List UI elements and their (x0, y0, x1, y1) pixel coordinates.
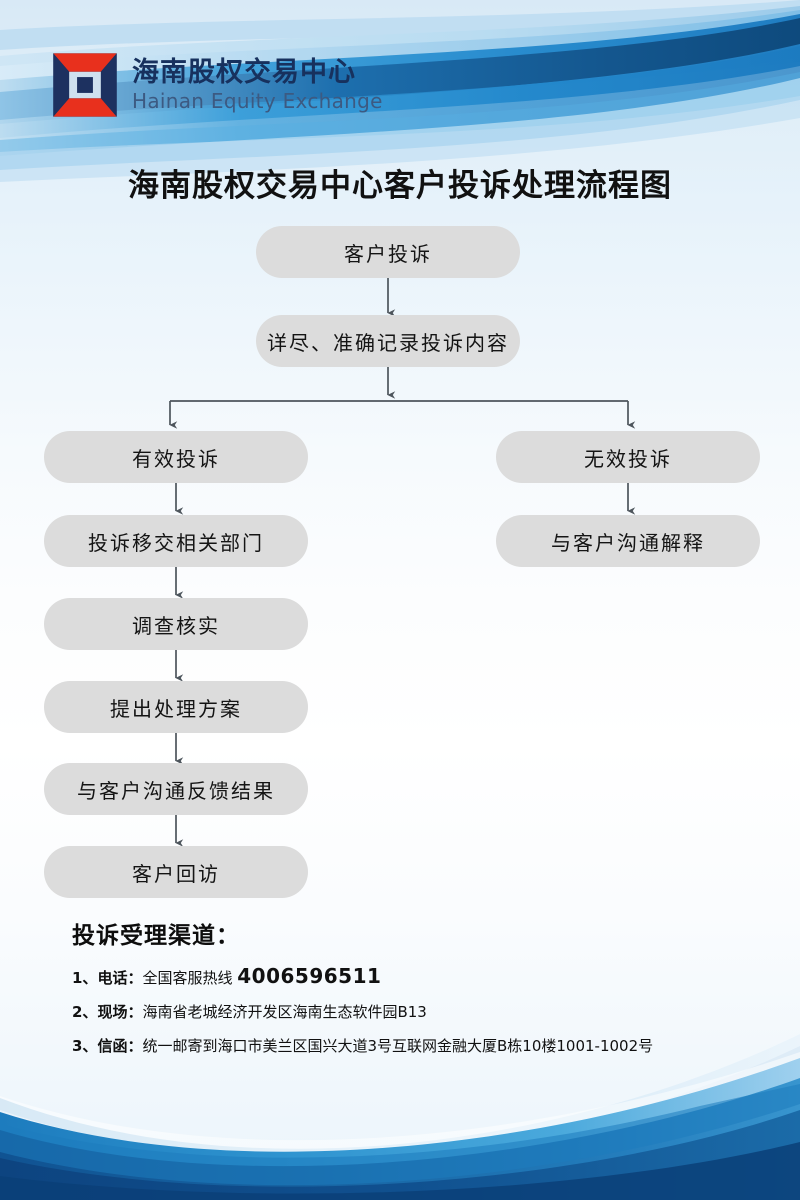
complaint-channel-item: 3、信函：统一邮寄到海口市美兰区国兴大道3号互联网金融大厦B栋10楼1001-1… (72, 1035, 772, 1056)
flow-node-valid-complaint[interactable]: 有效投诉 (44, 431, 308, 483)
channel-index: 1、 (72, 969, 98, 987)
flow-node-label: 客户回访 (132, 861, 220, 886)
channel-text: 统一邮寄到海口市美兰区国兴大道3号互联网金融大厦B栋10楼1001-1002号 (142, 1037, 654, 1055)
flow-node-propose-solution[interactable]: 提出处理方案 (44, 681, 308, 733)
flow-node-label: 有效投诉 (132, 446, 220, 471)
channel-index: 2、 (72, 1003, 98, 1021)
channel-label: 电话： (97, 969, 143, 987)
flow-node-label: 与客户沟通反馈结果 (77, 778, 275, 803)
complaint-channel-item: 2、现场：海南省老城经济开发区海南生态软件园B13 (72, 1001, 772, 1022)
flow-node-label: 调查核实 (132, 613, 220, 638)
flow-node-transfer-department[interactable]: 投诉移交相关部门 (44, 515, 308, 567)
flow-node-customer-complaint[interactable]: 客户投诉 (256, 226, 520, 278)
page-title: 海南股权交易中心客户投诉处理流程图 (128, 168, 672, 204)
flow-node-invalid-complaint[interactable]: 无效投诉 (496, 431, 760, 483)
channel-text: 全国客服热线 (142, 969, 238, 987)
complaint-channels-section: 投诉受理渠道： 1、电话：全国客服热线 4006596511 2、现场：海南省老… (72, 916, 772, 1069)
complaint-channel-item: 1、电话：全国客服热线 4006596511 (72, 964, 772, 988)
hainan-equity-diamond-logo-icon (52, 52, 118, 118)
flow-node-label: 客户投诉 (344, 241, 432, 266)
flow-node-label: 与客户沟通解释 (551, 530, 705, 555)
flow-node-label: 提出处理方案 (110, 696, 242, 721)
flow-node-label: 无效投诉 (584, 446, 672, 471)
flow-node-label: 详尽、准确记录投诉内容 (267, 330, 509, 355)
brand-name-cn: 海南股权交易中心 (132, 57, 356, 88)
channel-text: 海南省老城经济开发区海南生态软件园B13 (142, 1003, 427, 1021)
brand-name-en: Hainan Equity Exchange (132, 89, 383, 113)
flow-node-investigate-verify[interactable]: 调查核实 (44, 598, 308, 650)
complaint-channels-heading: 投诉受理渠道： (72, 923, 240, 949)
channel-index: 3、 (72, 1037, 98, 1055)
brand-wordmark: 海南股权交易中心 Hainan Equity Exchange (132, 59, 383, 111)
hotline-number: 4006596511 (237, 964, 382, 988)
flow-node-feedback-result[interactable]: 与客户沟通反馈结果 (44, 763, 308, 815)
channel-label: 信函： (97, 1037, 143, 1055)
flow-node-record-complaint[interactable]: 详尽、准确记录投诉内容 (256, 315, 520, 367)
brand-logo: 海南股权交易中心 Hainan Equity Exchange (52, 52, 383, 118)
flow-node-label: 投诉移交相关部门 (88, 530, 264, 555)
flow-node-customer-followup[interactable]: 客户回访 (44, 846, 308, 898)
flow-node-explain-to-customer[interactable]: 与客户沟通解释 (496, 515, 760, 567)
channel-label: 现场： (97, 1003, 143, 1021)
